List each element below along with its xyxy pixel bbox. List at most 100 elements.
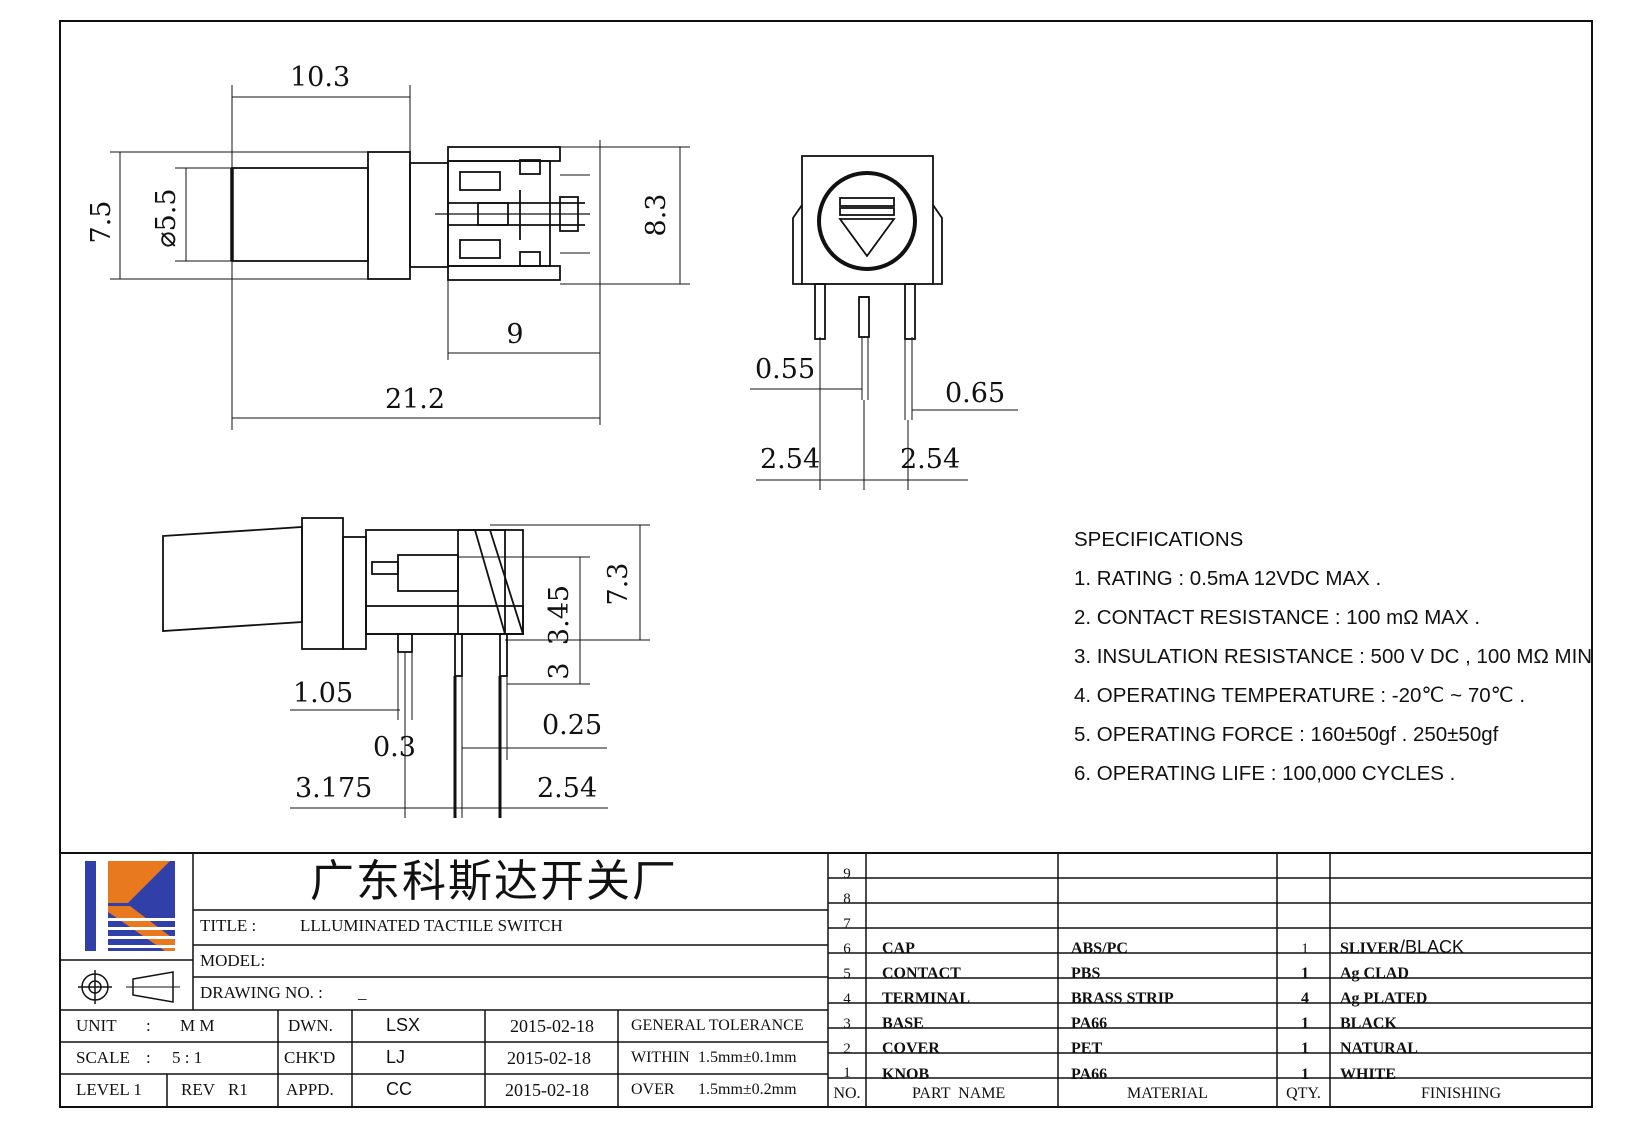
bom-row-material: PBS: [1071, 965, 1101, 982]
rev-value: R1: [228, 1080, 248, 1099]
bom-row-no: 5: [843, 966, 851, 982]
dim-body-len: 9: [506, 319, 523, 350]
dim-pitch1: 2.54: [760, 444, 820, 475]
dim-pin-w1: 0.55: [755, 354, 815, 385]
bom-row-material: ABS/PC: [1071, 940, 1128, 957]
within-value: 1.5mm±0.1mm: [698, 1049, 797, 1066]
over-label: OVER: [631, 1081, 675, 1098]
dim-center-h: 3.45: [544, 585, 575, 645]
rev-label: REV: [181, 1080, 215, 1099]
chk-label: CHK'D: [284, 1048, 336, 1067]
spec-item: 3. INSULATION RESISTANCE : 500 V DC , 10…: [1074, 645, 1593, 668]
bom-row-part: COVER: [882, 1040, 940, 1057]
dwn-date: 2015-02-18: [510, 1016, 594, 1036]
spec-item: 2. CONTACT RESISTANCE : 100 mΩ MAX .: [1074, 606, 1481, 629]
bom-row-finishing: BLACK: [1340, 1015, 1397, 1032]
drawing-no-label: DRAWING NO. :: [200, 983, 323, 1002]
tolerance-label: GENERAL TOLERANCE: [631, 1017, 804, 1034]
bom-row-no: 1: [843, 1065, 851, 1081]
bom-row-qty: 1: [1301, 1040, 1309, 1057]
projection-symbol-icon: [78, 970, 180, 1004]
bom-row-finishing-extra: /BLACK: [1400, 937, 1465, 957]
dim-width-knob: 10.3: [290, 62, 350, 93]
bom-row-no: 7: [843, 916, 851, 932]
dim-d1: 1.05: [293, 678, 353, 709]
dim-height-side: 7.3: [603, 563, 634, 606]
dim-p1: 3.175: [295, 773, 372, 804]
chk-date: 2015-02-18: [507, 1048, 591, 1068]
bom-header-qty: QTY.: [1286, 1085, 1321, 1102]
dim-total-len: 21.2: [385, 384, 445, 415]
top-view: [110, 85, 690, 430]
bom-row-finishing: Ag CLAD: [1340, 965, 1409, 982]
dwn-value: LSX: [386, 1015, 421, 1035]
dim-pin-len: 3: [544, 662, 575, 679]
bom-row-part: KNOB: [882, 1066, 930, 1083]
bom-row-finishing: WHITE: [1340, 1066, 1397, 1083]
bom-header-no: NO.: [833, 1085, 861, 1102]
bom-row-material: PET: [1071, 1040, 1103, 1057]
bom-row-finishing: NATURAL: [1340, 1040, 1418, 1057]
title-label: TITLE :: [200, 916, 257, 935]
dim-height-right: 8.3: [641, 194, 672, 237]
specifications: SPECIFICATIONS 1. RATING : 0.5mA 12VDC M…: [1074, 520, 1592, 793]
dim-p2: 2.54: [537, 773, 597, 804]
bom-row-part: BASE: [882, 1015, 924, 1032]
model-label: MODEL:: [200, 951, 266, 970]
bom-row-no: 6: [843, 941, 851, 957]
bom-row-no: 8: [843, 891, 851, 907]
drawing-no-value: _: [358, 983, 367, 1002]
bom-row-qty: 1: [1301, 941, 1309, 957]
scale-sep: :: [146, 1048, 151, 1067]
bom-row-no: 9: [843, 866, 851, 882]
spec-heading: SPECIFICATIONS: [1074, 528, 1244, 551]
front-view: [750, 155, 1018, 490]
dim-d2: 0.3: [373, 732, 416, 763]
title-value: LLLUMINATED TACTILE SWITCH: [300, 916, 563, 935]
unit-label: UNIT: [76, 1016, 117, 1035]
spec-item: 4. OPERATING TEMPERATURE : -20℃ ~ 70℃ .: [1074, 684, 1526, 707]
dim-height-left: 7.5: [86, 201, 117, 244]
bom-row-no: 3: [843, 1016, 851, 1032]
appd-value: CC: [386, 1079, 412, 1099]
dim-knob-dia: ⌀5.5: [151, 188, 182, 247]
company-logo: [85, 861, 175, 951]
spec-item: 5. OPERATING FORCE : 160±50gf . 250±50gf: [1074, 723, 1499, 746]
bom-header-part: PART NAME: [912, 1085, 1006, 1102]
side-view: [162, 517, 650, 818]
chk-value: LJ: [386, 1047, 406, 1067]
scale-label: SCALE: [76, 1048, 130, 1067]
bom-header-finishing: FINISHING: [1421, 1085, 1501, 1102]
over-value: 1.5mm±0.2mm: [698, 1081, 797, 1098]
bom-header-material: MATERIAL: [1127, 1085, 1208, 1102]
within-label: WITHIN: [631, 1049, 690, 1066]
bom-row-finishing: SLIVER: [1340, 940, 1400, 957]
unit-value: M M: [180, 1016, 215, 1035]
bom-row-no: 4: [843, 991, 851, 1007]
bom-row-finishing: Ag PLATED: [1340, 990, 1428, 1007]
dim-d3: 0.25: [542, 710, 602, 741]
scale-value: 5 : 1: [172, 1048, 203, 1067]
company-name: 广东科斯达开关厂: [310, 856, 678, 907]
bom-row-qty: 1: [1301, 1015, 1309, 1032]
bom-row-qty: 1: [1301, 965, 1309, 982]
bom-row-qty: 4: [1301, 990, 1309, 1007]
bom-row-material: PA66: [1071, 1015, 1108, 1032]
unit-sep: :: [146, 1016, 151, 1035]
spec-item: 1. RATING : 0.5mA 12VDC MAX .: [1074, 567, 1382, 590]
level-label: LEVEL 1: [76, 1080, 142, 1099]
appd-label: APPD.: [286, 1080, 334, 1099]
spec-item: 6. OPERATING LIFE : 100,000 CYCLES .: [1074, 762, 1456, 785]
bom-row-part: CAP: [882, 940, 915, 957]
bom-row-no: 2: [843, 1041, 851, 1057]
title-block-grid: [60, 853, 1592, 1107]
bom-row-part: TERMINAL: [882, 990, 971, 1007]
appd-date: 2015-02-18: [505, 1080, 589, 1100]
dim-pin-w2: 0.65: [945, 378, 1005, 409]
dwn-label: DWN.: [288, 1016, 333, 1035]
bom-row-material: PA66: [1071, 1066, 1108, 1083]
bom-row-material: BRASS STRIP: [1071, 990, 1174, 1007]
bom-row-part: CONTACT: [882, 965, 961, 982]
dim-pitch2: 2.54: [900, 444, 960, 475]
